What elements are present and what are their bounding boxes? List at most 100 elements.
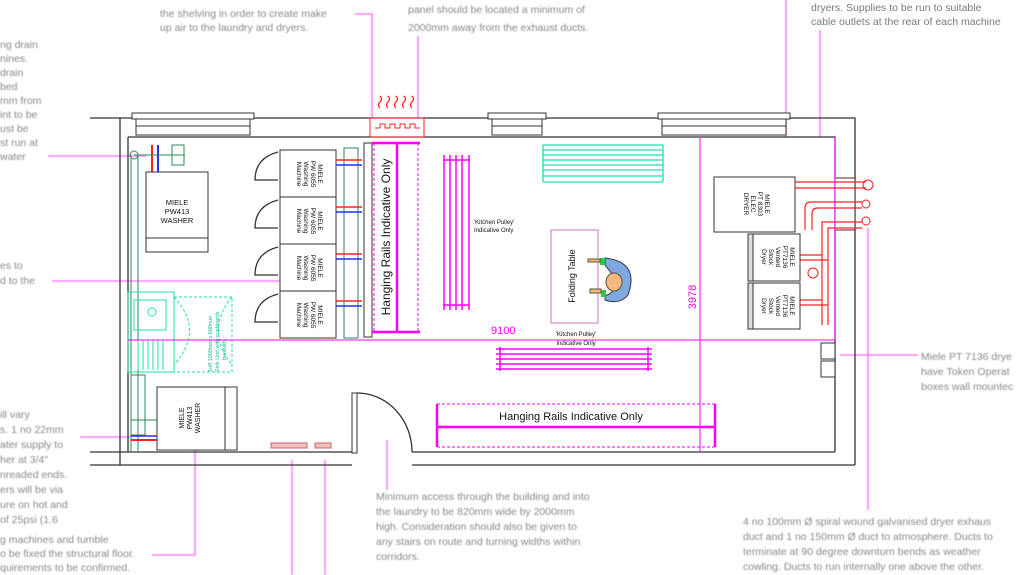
svg-text:2000mm away from the exhaust d: 2000mm away from the exhaust ducts. [408, 22, 588, 34]
svg-text:PW 6055: PW 6055 [309, 255, 316, 282]
svg-text:nines.: nines. [0, 53, 28, 65]
svg-text:the shelving in order to creat: the shelving in order to create make [160, 8, 327, 20]
washing-machine-4: MIELE PW 6055 Washing Machine [254, 290, 362, 339]
svg-text:quirements to be confirmed.: quirements to be confirmed. [0, 562, 130, 574]
svg-text:terminate at 90 degree downtur: terminate at 90 degree downturn bends as… [743, 546, 981, 558]
svg-text:st run at: st run at [0, 137, 38, 149]
svg-text:Machine: Machine [295, 303, 302, 328]
svg-text:her at 3/4": her at 3/4" [0, 454, 48, 466]
washing-machines: MIELE PW 6055 Washing Machine MIELE PW 6… [254, 142, 373, 339]
svg-text:WASHER: WASHER [161, 216, 194, 225]
svg-text:ill vary: ill vary [0, 409, 31, 421]
svg-text:MIELE: MIELE [316, 164, 323, 184]
svg-text:PW 6055: PW 6055 [309, 302, 316, 329]
dimension-length: 9100 [128, 325, 835, 341]
svg-text:Washing: Washing [302, 161, 309, 186]
svg-text:PT 8303: PT 8303 [756, 192, 763, 217]
svg-text:PT7136: PT7136 [781, 295, 788, 318]
svg-text:MIELE: MIELE [316, 211, 323, 231]
note-top-left: the shelving in order to create make up … [160, 8, 327, 34]
svg-text:ng drain: ng drain [0, 39, 38, 51]
note-top-center: panel should be located a minimum of 200… [408, 4, 588, 34]
note-right-mid: Miele PT 7136 drye have Token Operat box… [921, 351, 1013, 393]
svg-text:Hanging Rails Indicative Only: Hanging Rails Indicative Only [379, 159, 393, 316]
svg-text:ELEC: ELEC [749, 196, 756, 213]
svg-text:PW 6055: PW 6055 [309, 161, 316, 188]
svg-text:1off 1000mm x 600mm: 1off 1000mm x 600mm [208, 315, 214, 372]
svg-text:o be fixed the structural floo: o be fixed the structural floor. [0, 548, 135, 560]
svg-text:Stock: Stock [767, 249, 774, 266]
svg-text:Indicative Only: Indicative Only [474, 228, 513, 234]
hanging-rails-vertical: Hanging Rails Indicative Only [372, 141, 420, 334]
svg-text:'Kitchen Pulley': 'Kitchen Pulley' [474, 220, 514, 226]
note-left-upper: ng drain nines. drain bed mm from int to… [0, 39, 42, 163]
svg-text:ust be: ust be [0, 123, 29, 135]
svg-text:Folding Table: Folding Table [567, 249, 577, 302]
svg-text:Machine: Machine [295, 209, 302, 234]
svg-text:Dryer: Dryer [760, 249, 767, 266]
svg-text:Washing: Washing [302, 302, 309, 327]
svg-text:MIELE: MIELE [316, 305, 323, 325]
svg-text:beneath: beneath [222, 340, 228, 360]
svg-text:Washing: Washing [302, 208, 309, 233]
person-icon [587, 257, 632, 303]
svg-text:bed: bed [0, 81, 18, 93]
washing-machine-1: MIELE PW 6055 Washing Machine [254, 149, 362, 198]
vented-dryer-1: MIELE PT7136 Vented Stock Dryer [747, 233, 801, 282]
folding-table: Folding Table [550, 229, 599, 324]
svg-text:cowling. Ducts to run interna: cowling. Ducts to run internally one abo… [743, 561, 984, 573]
svg-text:the laundry to be 820mm wide b: the laundry to be 820mm wide by 2000mm [376, 506, 575, 518]
svg-text:Stock: Stock [767, 298, 774, 315]
svg-text:DRYER: DRYER [742, 193, 749, 216]
svg-text:WASHER: WASHER [195, 403, 202, 433]
svg-text:ers will be via: ers will be via [0, 484, 63, 496]
token-box [820, 342, 836, 360]
note-left-lower: ill vary s. 1 no 22mm ater supply to her… [0, 409, 68, 526]
svg-text:ater supply to: ater supply to [0, 439, 63, 451]
svg-text:PW 6055: PW 6055 [309, 208, 316, 235]
svg-text:Washing: Washing [302, 255, 309, 280]
svg-text:any stairs on route and turnin: any stairs on route and turning widths w… [376, 536, 580, 548]
svg-text:MIELE: MIELE [166, 198, 189, 207]
note-bottom-right: 4 no 100mm Ø spiral wound galvanised dry… [743, 516, 993, 573]
svg-text:Miele PT 7136 drye: Miele PT 7136 drye [921, 351, 1012, 363]
svg-text:Sink Unit with cupboards: Sink Unit with cupboards [215, 311, 221, 372]
note-top-right: dryers. Supplies to be run to suitable c… [811, 2, 1001, 28]
svg-text:high. Consideration should al: high. Consideration should also be given… [376, 521, 577, 533]
washer-pw413-bottom: MIELE PW413 WASHER [131, 374, 332, 451]
svg-text:MIELE: MIELE [763, 194, 770, 214]
svg-text:Vented: Vented [774, 247, 781, 268]
washer-pw413-top: MIELE PW413 WASHER [129, 144, 209, 452]
note-bottom-center: Minimum access through the building and … [376, 491, 590, 563]
washing-machine-3: MIELE PW 6055 Washing Machine [254, 243, 362, 292]
svg-text:drain: drain [0, 67, 24, 79]
svg-text:MIELE: MIELE [179, 407, 186, 428]
svg-text:dryers. Supplies to be run to: dryers. Supplies to be run to suitable [811, 2, 982, 14]
kitchen-pulley-vertical: 'Kitchen Pulley' Indicative Only [443, 155, 514, 310]
svg-text:MIELE: MIELE [788, 247, 795, 267]
svg-text:corridors.: corridors. [376, 551, 420, 563]
svg-text:Hanging Rails Indicative Only: Hanging Rails Indicative Only [499, 411, 643, 423]
svg-text:mm from: mm from [0, 95, 42, 107]
svg-text:have Token Operat: have Token Operat [921, 366, 1010, 378]
dimension-width: 3978 [687, 137, 701, 452]
svg-text:Indicative Only: Indicative Only [556, 341, 595, 347]
svg-text:es to: es to [0, 260, 23, 272]
radiator [542, 144, 664, 183]
svg-text:Machine: Machine [295, 162, 302, 187]
note-left-mid: es to d to the [0, 260, 35, 287]
svg-text:nreaded ends.: nreaded ends. [0, 469, 67, 481]
elec-dryer: MIELE PT 8303 ELEC DRYER [713, 176, 796, 233]
air-vent [369, 95, 425, 138]
sink-unit: 1off 1000mm x 600mm Sink Unit with cupbo… [127, 291, 233, 373]
hanging-rails-horizontal: Hanging Rails Indicative Only [435, 403, 717, 448]
windows [131, 112, 791, 136]
svg-text:boxes wall mountec: boxes wall mountec [921, 381, 1013, 393]
svg-text:9100: 9100 [491, 325, 515, 337]
svg-text:up air to the laundry and drye: up air to the laundry and dryers. [160, 22, 308, 34]
svg-text:cable outlets at the rear of e: cable outlets at the rear of each machin… [811, 16, 1001, 28]
dryers: MIELE PT 8303 ELEC DRYER MIELE PT7136 Ve… [713, 137, 874, 378]
door [351, 392, 413, 454]
svg-text:water: water [0, 151, 26, 163]
